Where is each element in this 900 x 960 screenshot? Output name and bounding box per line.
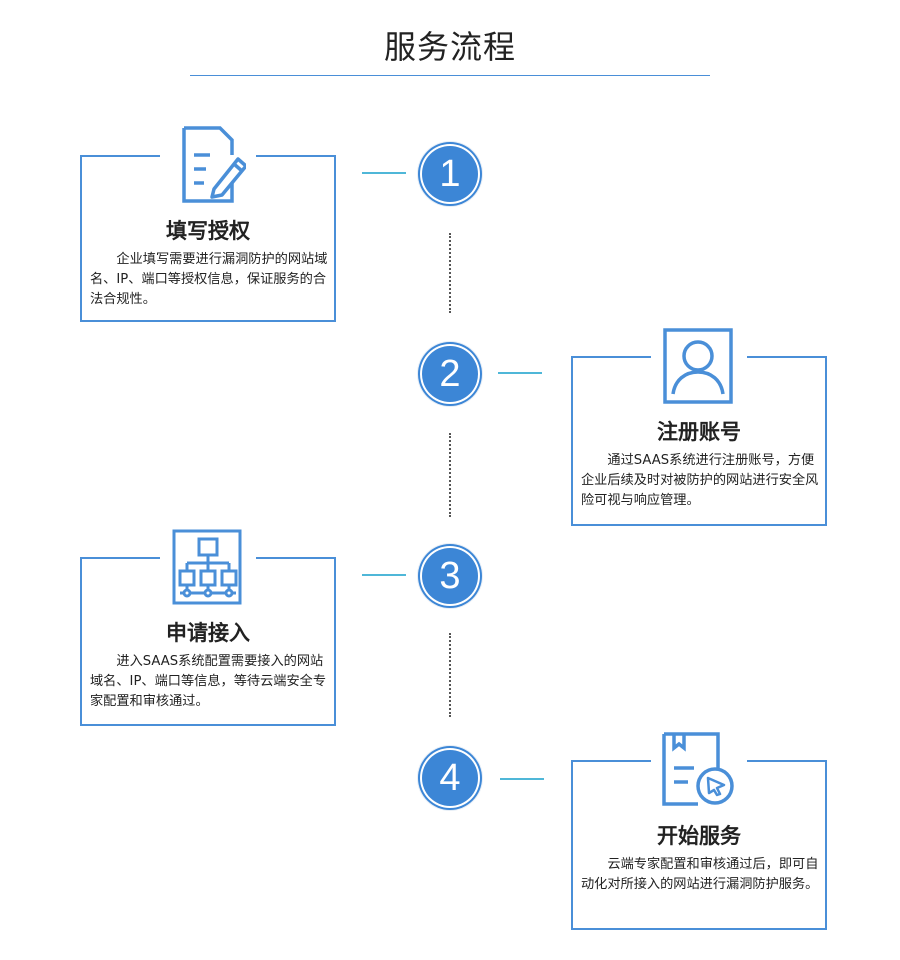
step-1-marker: 1 bbox=[417, 141, 483, 207]
step-1-number: 1 bbox=[422, 146, 478, 202]
step-4-title: 开始服务 bbox=[657, 824, 741, 848]
user-icon bbox=[651, 326, 747, 406]
page-title: 服务流程 bbox=[383, 28, 516, 66]
form-edit-icon bbox=[160, 125, 256, 205]
dotted-separator-2 bbox=[449, 433, 451, 517]
step-card-2: 注册账号 通过SAAS系统进行注册账号，方便企业后续及时对被防护的网站进行安全风… bbox=[571, 326, 827, 526]
step-2-marker: 2 bbox=[417, 341, 483, 407]
step-3-title: 申请接入 bbox=[166, 621, 250, 645]
step-card-4: 开始服务 云端专家配置和审核通过后，即可自动化对所接入的网站进行漏洞防护服务。 bbox=[571, 730, 827, 930]
dotted-separator-1 bbox=[449, 233, 451, 313]
step-3-marker: 3 bbox=[417, 543, 483, 609]
step-4-description: 云端专家配置和审核通过后，即可自动化对所接入的网站进行漏洞防护服务。 bbox=[581, 857, 819, 892]
step-1-description: 企业填写需要进行漏洞防护的网站域名、IP、端口等授权信息，保证服务的合法合规性。 bbox=[90, 252, 328, 307]
step-3-description: 进入SAAS系统配置需要接入的网站域名、IP、端口等信息，等待云端安全专家配置和… bbox=[90, 654, 327, 709]
connector-3 bbox=[362, 574, 406, 576]
connector-4 bbox=[500, 778, 544, 780]
title-divider bbox=[190, 75, 710, 76]
dotted-separator-3 bbox=[449, 633, 451, 717]
step-4-marker: 4 bbox=[417, 745, 483, 811]
network-icon bbox=[160, 527, 256, 607]
step-1-title: 填写授权 bbox=[166, 219, 250, 243]
document-cursor-icon bbox=[651, 730, 747, 810]
step-2-number: 2 bbox=[422, 346, 478, 402]
step-2-description: 通过SAAS系统进行注册账号，方便企业后续及时对被防护的网站进行安全风险可视与响… bbox=[581, 453, 819, 508]
step-2-title: 注册账号 bbox=[657, 420, 741, 444]
step-4-number: 4 bbox=[422, 750, 478, 806]
connector-2 bbox=[498, 372, 542, 374]
connector-1 bbox=[362, 172, 406, 174]
step-card-3: 申请接入 进入SAAS系统配置需要接入的网站域名、IP、端口等信息，等待云端安全… bbox=[80, 527, 336, 726]
step-card-1: 填写授权 企业填写需要进行漏洞防护的网站域名、IP、端口等授权信息，保证服务的合… bbox=[80, 125, 336, 322]
step-3-number: 3 bbox=[422, 548, 478, 604]
